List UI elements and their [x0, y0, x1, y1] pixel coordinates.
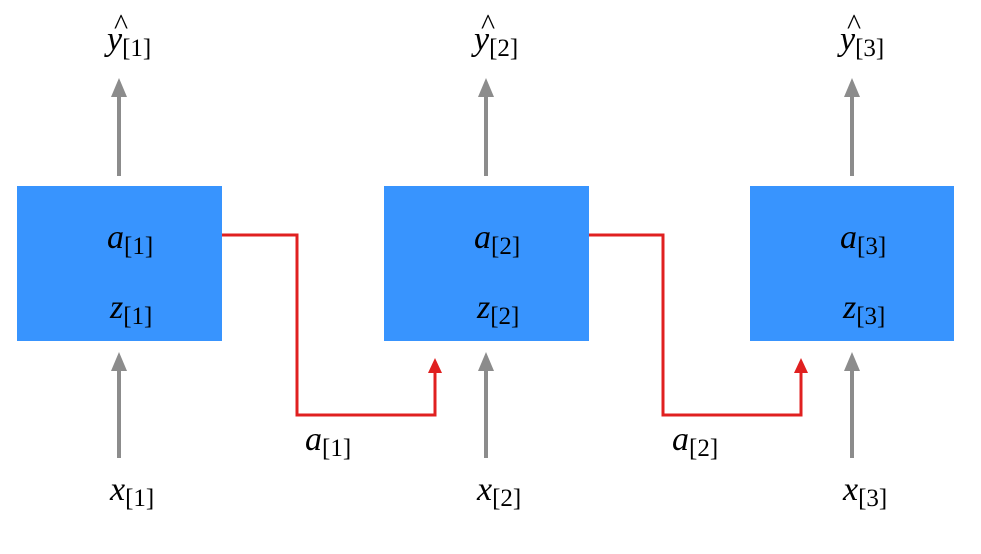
output-label-2: ^ y[2] [471, 8, 518, 62]
output-arrow-1 [111, 78, 127, 176]
cell-1-state-label: a[1] [107, 219, 153, 260]
rnn-cell-2: a[2] z[2] [384, 186, 589, 341]
rnn-cell-3: a[3] z[3] [750, 186, 954, 341]
cell-3-preactivation-label: z[3] [842, 289, 885, 330]
hat-glyph-2: ^ [481, 8, 495, 41]
input-label-1: x[1] [109, 471, 154, 512]
output-label-2-text: y[2] [471, 21, 518, 62]
output-label-1: ^ y[1] [104, 8, 151, 62]
recurrent-link-2-to-3 [589, 233, 808, 417]
output-label-3: ^ y[3] [837, 8, 884, 62]
recurrent-label-2: a[2] [672, 421, 718, 462]
cell-2-box [384, 186, 589, 341]
output-arrow-2 [478, 78, 494, 176]
cell-3-box [750, 186, 954, 341]
cell-3-state-label: a[3] [840, 219, 886, 260]
input-arrow-2 [478, 352, 494, 458]
recurrent-link-1-to-2 [222, 233, 442, 417]
input-label-2: x[2] [476, 471, 521, 512]
hat-glyph-1: ^ [114, 8, 128, 41]
cell-2-preactivation-label: z[2] [476, 289, 519, 330]
recurrent-label-1: a[1] [305, 421, 351, 462]
output-label-3-text: y[3] [837, 21, 884, 62]
cell-1-box [17, 186, 222, 341]
rnn-cell-1: a[1] z[1] [17, 186, 222, 341]
input-label-3: x[3] [842, 471, 887, 512]
cell-1-preactivation-label: z[1] [109, 289, 152, 330]
output-label-1-text: y[1] [104, 21, 151, 62]
cell-2-state-label: a[2] [474, 219, 520, 260]
input-arrow-3 [844, 352, 860, 458]
hat-glyph-3: ^ [847, 8, 861, 41]
output-arrow-3 [844, 78, 860, 176]
input-arrow-1 [111, 352, 127, 458]
